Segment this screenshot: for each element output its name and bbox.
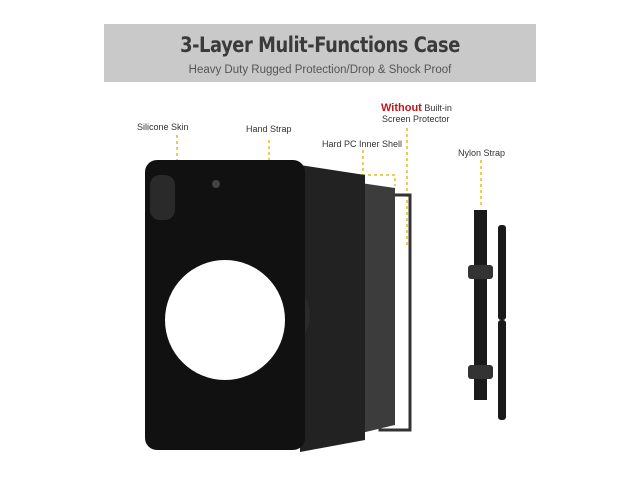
banner-title: 3-Layer Mulit-Functions Case: [180, 33, 460, 57]
label-silicone-skin: Silicone Skin: [137, 122, 189, 132]
built-in-text: Built-in: [424, 103, 452, 113]
without-text: Without: [381, 102, 422, 114]
skin-cutout: [165, 260, 285, 380]
label-nylon-strap: Nylon Strap: [458, 148, 506, 158]
nylon-strap: [474, 210, 487, 400]
label-hand-strap: Hand Strap: [246, 124, 292, 134]
label-hard-pc-shell: Hard PC Inner Shell: [322, 139, 403, 149]
label-screen-protector: Screen Protector: [382, 114, 450, 124]
camera-cutout: [150, 175, 175, 220]
label-without-protector: Without Built-in: [381, 102, 452, 114]
inner-layer: [300, 165, 365, 452]
banner-subtitle: Heavy Duty Rugged Protection/Drop & Shoc…: [188, 64, 452, 76]
title-banner: 3-Layer Mulit-Functions Case Heavy Duty …: [104, 24, 536, 82]
